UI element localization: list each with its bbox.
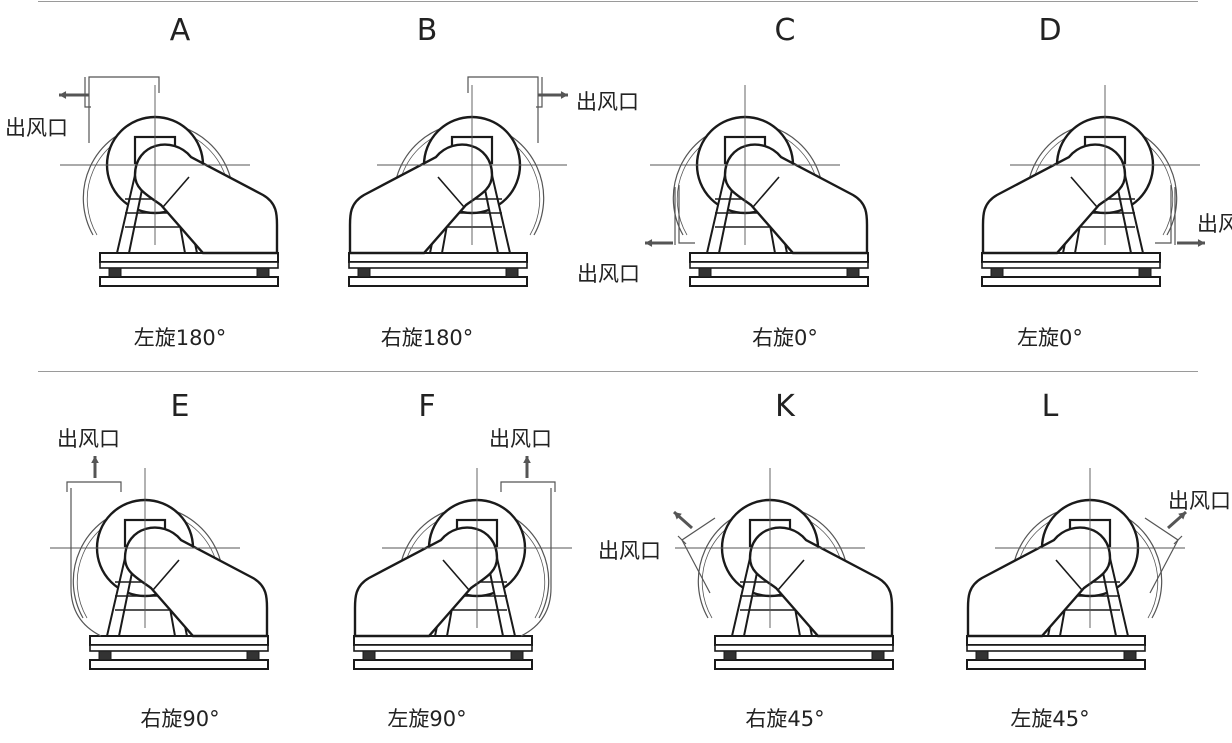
outlet-arrow <box>1177 239 1205 247</box>
panel-caption: 右旋45° <box>745 707 824 731</box>
panel-caption: 右旋180° <box>381 326 474 350</box>
panel-caption: 右旋90° <box>140 707 219 731</box>
panel-letter: L <box>1042 389 1059 424</box>
outlet-label: 出风口 <box>576 90 639 114</box>
panel-letter: A <box>170 13 191 48</box>
panel-b: B 右旋180° 出风口 <box>348 13 639 350</box>
panel-letter: C <box>775 13 796 48</box>
panel-letter: E <box>171 389 190 424</box>
outlet-label: 出风口 <box>489 427 552 451</box>
fan-drawing <box>353 468 572 670</box>
outlet-label: 出风口 <box>1197 212 1232 236</box>
panel-caption: 右旋0° <box>752 326 818 350</box>
panel-caption: 左旋90° <box>387 707 466 731</box>
panel-caption: 左旋0° <box>1017 326 1083 350</box>
panel-letter: D <box>1038 13 1061 48</box>
panel-caption: 左旋180° <box>134 326 227 350</box>
fan-drawing <box>348 76 567 287</box>
panel-d: D 左旋0° 出风口 <box>981 13 1232 350</box>
outlet-label: 出风口 <box>598 539 661 563</box>
panel-caption: 左旋45° <box>1010 707 1089 731</box>
outlet-arrow <box>538 91 568 99</box>
panel-letter: B <box>417 13 438 48</box>
panel-f: F 左旋90° 出风口 <box>353 389 572 731</box>
fan-drawing <box>966 468 1185 670</box>
panel-e: E 右旋90° 出风口 <box>50 389 269 731</box>
outlet-label: 出风口 <box>5 116 68 140</box>
fan-drawing <box>50 468 269 670</box>
panel-c: C 右旋0° 出风口 <box>577 13 869 350</box>
outlet-label: 出风口 <box>1168 489 1231 513</box>
fan-drawing <box>650 85 869 287</box>
panel-a: A 左旋180° 出风口 <box>5 13 279 350</box>
panel-l: L 左旋45° 出风口 <box>966 389 1231 731</box>
outlet-arrow <box>523 456 531 478</box>
panel-letter: F <box>418 389 435 424</box>
fan-drawing <box>675 468 894 670</box>
outlet-arrow <box>1167 510 1187 530</box>
outlet-label: 出风口 <box>577 262 640 286</box>
panel-letter: K <box>775 389 796 424</box>
panel-k: K 右旋45° 出风口 <box>598 389 894 731</box>
middle-divider <box>38 371 1198 372</box>
outlet-label: 出风口 <box>57 427 120 451</box>
outlet-arrow <box>673 510 693 530</box>
fan-drawing <box>60 76 279 287</box>
outlet-arrow <box>91 456 99 478</box>
fan-drawing <box>981 85 1200 287</box>
top-divider <box>38 1 1198 2</box>
outlet-arrow <box>645 239 673 247</box>
outlet-arrow <box>59 91 89 99</box>
